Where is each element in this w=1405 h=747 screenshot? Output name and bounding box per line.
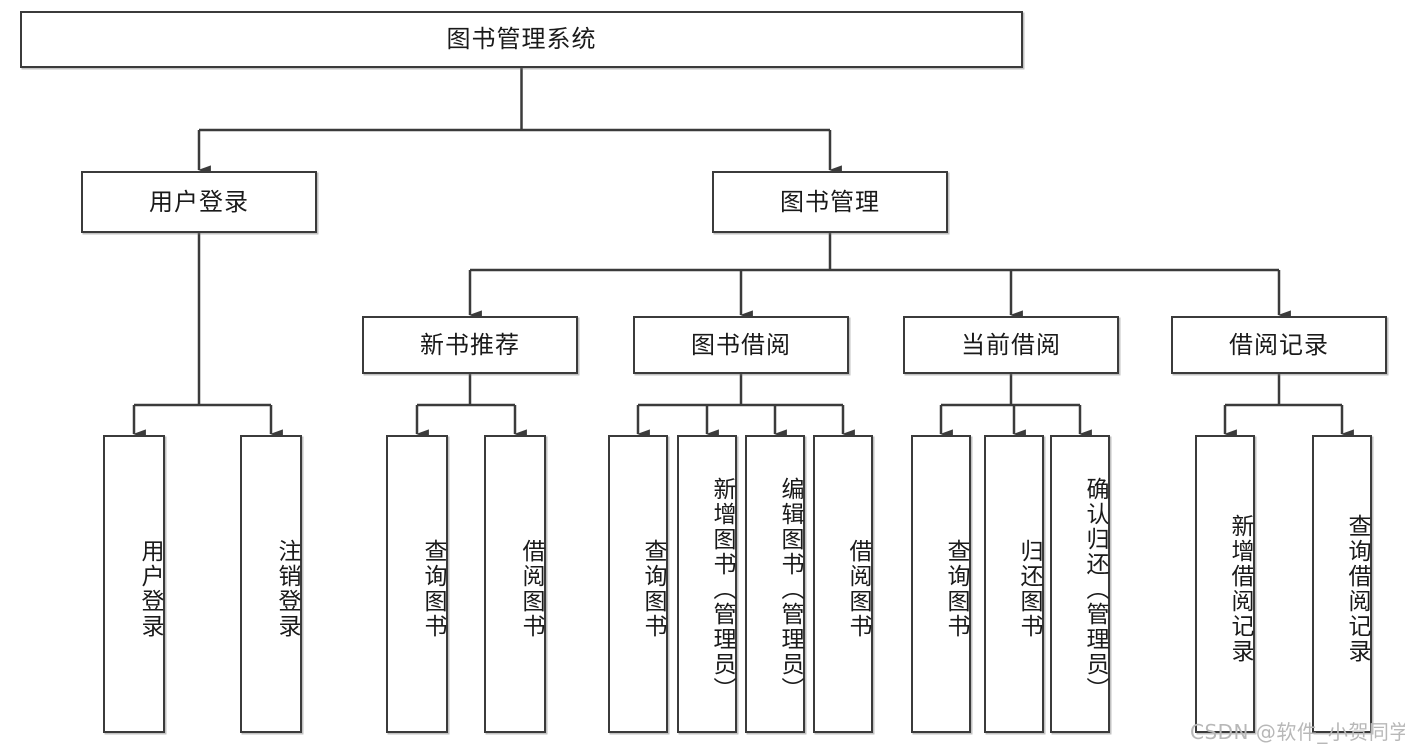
- leaf-logout[interactable]: 注销登录: [240, 435, 302, 733]
- node-root[interactable]: 图书管理系统: [20, 11, 1023, 68]
- leaf-confirm-return-label: 确认归还（管理员）: [1082, 476, 1108, 702]
- leaf-add-book-label: 新增图书（管理员）: [709, 476, 735, 702]
- node-borrow-record-label: 借阅记录: [1229, 330, 1329, 359]
- leaf-borrow-book[interactable]: 借阅图书: [813, 435, 873, 733]
- leaf-query-book-rec[interactable]: 查询图书: [386, 435, 448, 733]
- leaf-add-record-label: 新增借阅记录: [1227, 514, 1253, 664]
- leaf-logout-label: 注销登录: [274, 539, 300, 639]
- node-new-book-rec[interactable]: 新书推荐: [362, 316, 578, 374]
- node-current-borrow[interactable]: 当前借阅: [903, 316, 1119, 374]
- node-current-borrow-label: 当前借阅: [961, 330, 1061, 359]
- leaf-query-record-label: 查询借阅记录: [1344, 514, 1370, 664]
- leaf-user-login-label: 用户登录: [137, 539, 163, 639]
- leaf-borrow-book-rec[interactable]: 借阅图书: [484, 435, 546, 733]
- node-user-login[interactable]: 用户登录: [81, 171, 317, 233]
- leaf-edit-book-label: 编辑图书（管理员）: [777, 476, 803, 702]
- node-book-borrow[interactable]: 图书借阅: [633, 316, 849, 374]
- node-root-label: 图书管理系统: [446, 25, 597, 54]
- leaf-add-record[interactable]: 新增借阅记录: [1195, 435, 1255, 733]
- leaf-query-book-cur-label: 查询图书: [943, 539, 969, 639]
- leaf-query-record[interactable]: 查询借阅记录: [1312, 435, 1372, 733]
- leaf-return-book[interactable]: 归还图书: [984, 435, 1044, 733]
- leaf-query-book-borrow[interactable]: 查询图书: [608, 435, 668, 733]
- leaf-query-book-cur[interactable]: 查询图书: [911, 435, 971, 733]
- leaf-confirm-return[interactable]: 确认归还（管理员）: [1050, 435, 1110, 733]
- leaf-add-book[interactable]: 新增图书（管理员）: [677, 435, 737, 733]
- node-new-book-rec-label: 新书推荐: [420, 330, 520, 359]
- leaf-borrow-book-label: 借阅图书: [845, 539, 871, 639]
- node-borrow-record[interactable]: 借阅记录: [1171, 316, 1387, 374]
- csdn-watermark: CSDN @软件_小贺同学: [1190, 720, 1405, 744]
- leaf-query-book-rec-label: 查询图书: [420, 539, 446, 639]
- node-book-manage[interactable]: 图书管理: [712, 171, 948, 233]
- node-book-manage-label: 图书管理: [780, 187, 880, 216]
- leaf-user-login[interactable]: 用户登录: [103, 435, 165, 733]
- node-user-login-label: 用户登录: [149, 187, 249, 216]
- leaf-borrow-book-rec-label: 借阅图书: [518, 539, 544, 639]
- leaf-edit-book[interactable]: 编辑图书（管理员）: [745, 435, 805, 733]
- node-book-borrow-label: 图书借阅: [691, 330, 791, 359]
- leaf-query-book-borrow-label: 查询图书: [640, 539, 666, 639]
- leaf-return-book-label: 归还图书: [1016, 539, 1042, 639]
